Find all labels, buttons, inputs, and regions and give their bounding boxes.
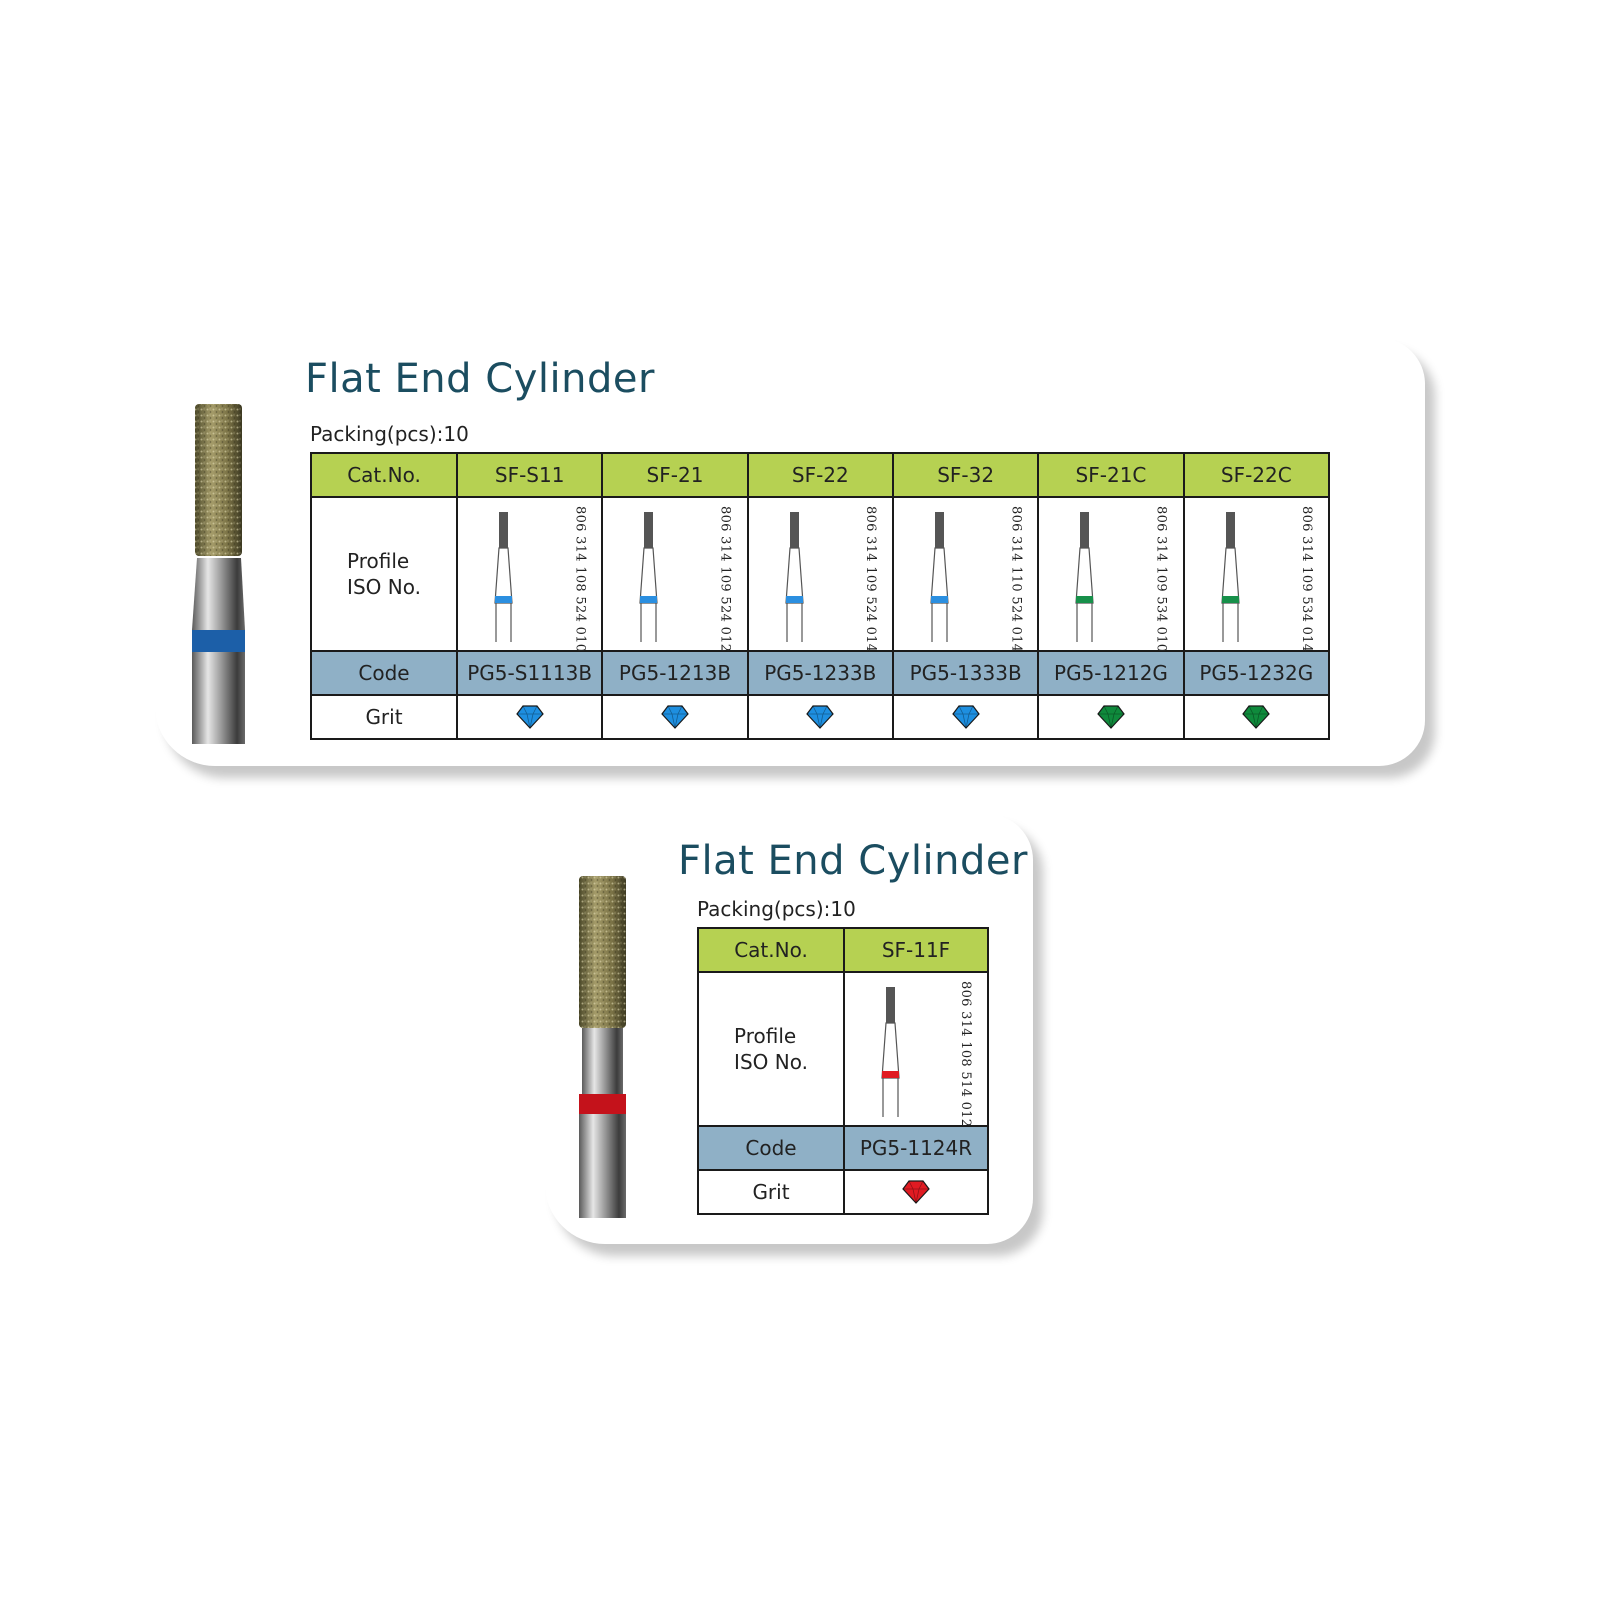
iso-number: 806 314 109 534 014 bbox=[1299, 506, 1314, 653]
profile-cell: 806 314 110 524 014 bbox=[891, 496, 1040, 653]
iso-number: 806 314 109 534 010 bbox=[1153, 506, 1169, 653]
cat-no-cell: SF-21 bbox=[601, 452, 749, 498]
code-cell: PG5-1124R bbox=[843, 1125, 989, 1171]
bur-profile-icon bbox=[639, 512, 658, 642]
grit-label: Grit bbox=[310, 694, 458, 740]
cat-no-cell: SF-S11 bbox=[455, 452, 604, 498]
grit-diamond-icon bbox=[515, 705, 544, 729]
bur-photo-2 bbox=[579, 876, 626, 1218]
profile-cell: 806 314 109 534 010 bbox=[1037, 496, 1185, 653]
bur-shank bbox=[192, 652, 245, 744]
grit-row: Grit bbox=[310, 694, 1331, 740]
code-cell: PG5-1333B bbox=[891, 650, 1040, 696]
grit-cell bbox=[455, 694, 604, 740]
code-label: Code bbox=[310, 650, 458, 696]
grit-cell bbox=[891, 694, 1040, 740]
code-cell: PG5-1232G bbox=[1182, 650, 1331, 696]
grit-cell bbox=[1182, 694, 1331, 740]
profile-label-line2: ISO No. bbox=[734, 1050, 808, 1074]
code-cell: PG5-1213B bbox=[601, 650, 749, 696]
cat-no-label: Cat.No. bbox=[697, 927, 845, 973]
iso-number: 806 314 109 524 014 bbox=[862, 506, 878, 653]
bur-neck bbox=[582, 1028, 623, 1094]
code-row: Code PG5-1124R bbox=[697, 1125, 989, 1171]
bur-band bbox=[192, 630, 245, 652]
code-cell: PG5-1233B bbox=[746, 650, 894, 696]
packing-info: Packing(pcs):10 bbox=[697, 897, 856, 921]
grit-diamond-icon bbox=[1242, 705, 1271, 729]
panel-title: Flat End Cylinder bbox=[678, 838, 1028, 884]
cat-no-row: Cat.No. SF-11F bbox=[697, 927, 989, 973]
profile-cell: 806 314 109 524 014 bbox=[746, 496, 894, 653]
cat-no-cell: SF-22C bbox=[1182, 452, 1331, 498]
bur-profile-icon bbox=[785, 512, 804, 642]
code-label: Code bbox=[697, 1125, 845, 1171]
grit-cell bbox=[1037, 694, 1185, 740]
iso-number: 806 314 108 524 010 bbox=[572, 506, 588, 653]
bur-profile-icon bbox=[930, 512, 949, 642]
profile-cell: 806 314 108 514 012 bbox=[843, 971, 989, 1128]
bur-profile-icon bbox=[881, 987, 900, 1117]
code-cell: PG5-S1113B bbox=[455, 650, 604, 696]
grit-diamond-icon bbox=[806, 705, 835, 729]
profile-cell: 806 314 108 524 010 bbox=[455, 496, 604, 653]
profile-cell: 806 314 109 534 014 bbox=[1182, 496, 1331, 653]
iso-number: 806 314 110 524 014 bbox=[1008, 506, 1024, 653]
cat-no-cell: SF-22 bbox=[746, 452, 894, 498]
bur-profile-icon bbox=[494, 512, 513, 642]
bur-profile-icon bbox=[1220, 512, 1240, 642]
grit-diamond-icon bbox=[902, 1180, 930, 1204]
grit-cell bbox=[746, 694, 894, 740]
profile-cell: 806 314 109 524 012 bbox=[601, 496, 749, 653]
bur-profile-icon bbox=[1075, 512, 1094, 642]
code-cell: PG5-1212G bbox=[1037, 650, 1185, 696]
iso-number: 806 314 108 514 012 bbox=[958, 981, 973, 1128]
cat-no-cell: SF-32 bbox=[891, 452, 1040, 498]
profile-label-line2: ISO No. bbox=[347, 575, 421, 599]
iso-number: 806 314 109 524 012 bbox=[717, 506, 733, 653]
cat-no-label: Cat.No. bbox=[310, 452, 458, 498]
cat-no-cell: SF-11F bbox=[843, 927, 989, 973]
grit-label: Grit bbox=[697, 1169, 845, 1215]
grit-diamond-icon bbox=[1097, 705, 1125, 729]
cat-no-cell: SF-21C bbox=[1037, 452, 1185, 498]
grit-cell bbox=[843, 1169, 989, 1215]
grit-row: Grit bbox=[697, 1169, 989, 1215]
grit-diamond-icon bbox=[951, 705, 980, 729]
bur-neck bbox=[192, 558, 245, 630]
panel-title: Flat End Cylinder bbox=[305, 356, 655, 402]
packing-info: Packing(pcs):10 bbox=[310, 422, 469, 446]
bur-shank bbox=[579, 1114, 626, 1218]
bur-photo-1 bbox=[192, 404, 245, 744]
grit-cell bbox=[601, 694, 749, 740]
bur-band bbox=[579, 1094, 626, 1114]
profile-label-line1: Profile bbox=[734, 1024, 797, 1048]
profile-label-line1: Profile bbox=[347, 549, 410, 573]
grit-diamond-icon bbox=[661, 705, 689, 729]
